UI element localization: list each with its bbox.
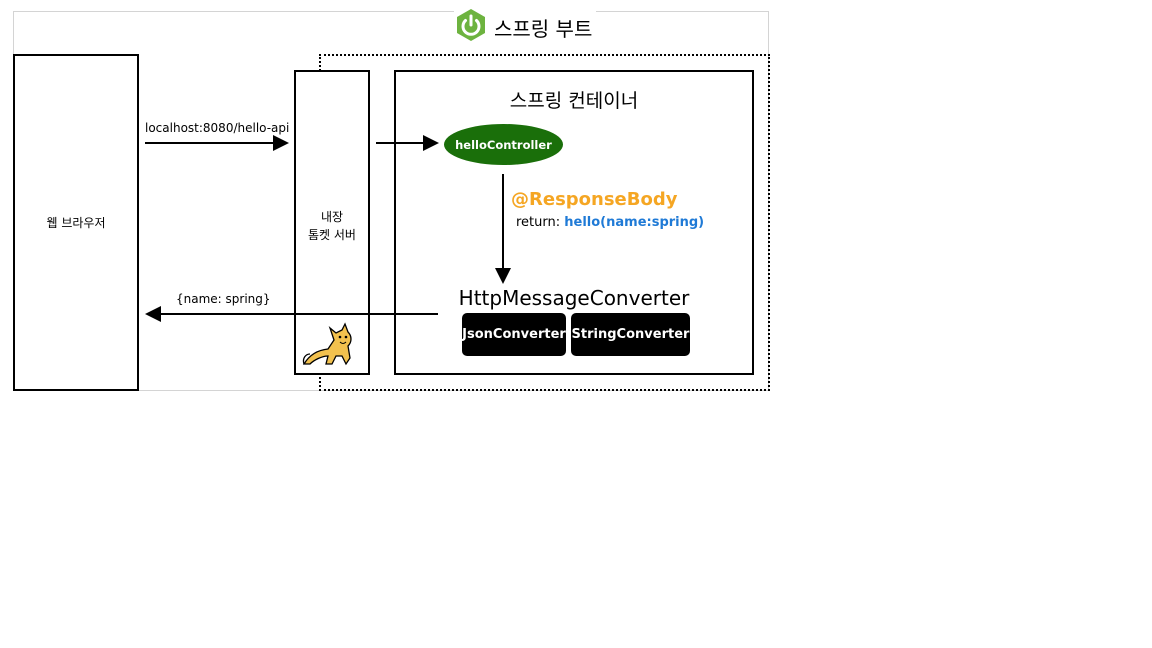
http-message-converter-title: HttpMessageConverter [458,286,690,310]
tomcat-cat-icon [300,320,362,368]
spring-container-title: 스프링 컨테이너 [509,90,639,112]
string-converter-label: StringConverter [571,327,690,342]
web-browser-box: 웹 브라우저 [13,54,139,391]
return-prefix: return: [516,215,565,230]
return-statement: return: hello(name:spring) [516,215,704,230]
web-browser-label: 웹 브라우저 [46,216,106,230]
hello-controller-label: helloController [455,137,552,152]
tomcat-label: 내장 톰켓 서버 [296,208,368,244]
embedded-tomcat-box: 내장 톰켓 서버 [294,70,370,375]
spring-power-icon [454,8,488,46]
request-url-label: localhost:8080/hello-api [145,121,290,135]
json-converter-label: JsonConverter [462,327,566,342]
diagram-title: 스프링 부트 [454,8,597,46]
title-text: 스프링 부트 [494,16,593,41]
tomcat-label-line1: 내장 [320,210,344,224]
json-converter-box: JsonConverter [462,313,566,356]
hello-controller-node: helloController [444,124,563,165]
tomcat-label-line2: 톰켓 서버 [308,228,356,242]
string-converter-box: StringConverter [571,313,690,356]
return-value: hello(name:spring) [564,215,705,230]
response-json-label: {name: spring} [176,292,271,306]
response-body-annotation: @ResponseBody [511,189,678,210]
